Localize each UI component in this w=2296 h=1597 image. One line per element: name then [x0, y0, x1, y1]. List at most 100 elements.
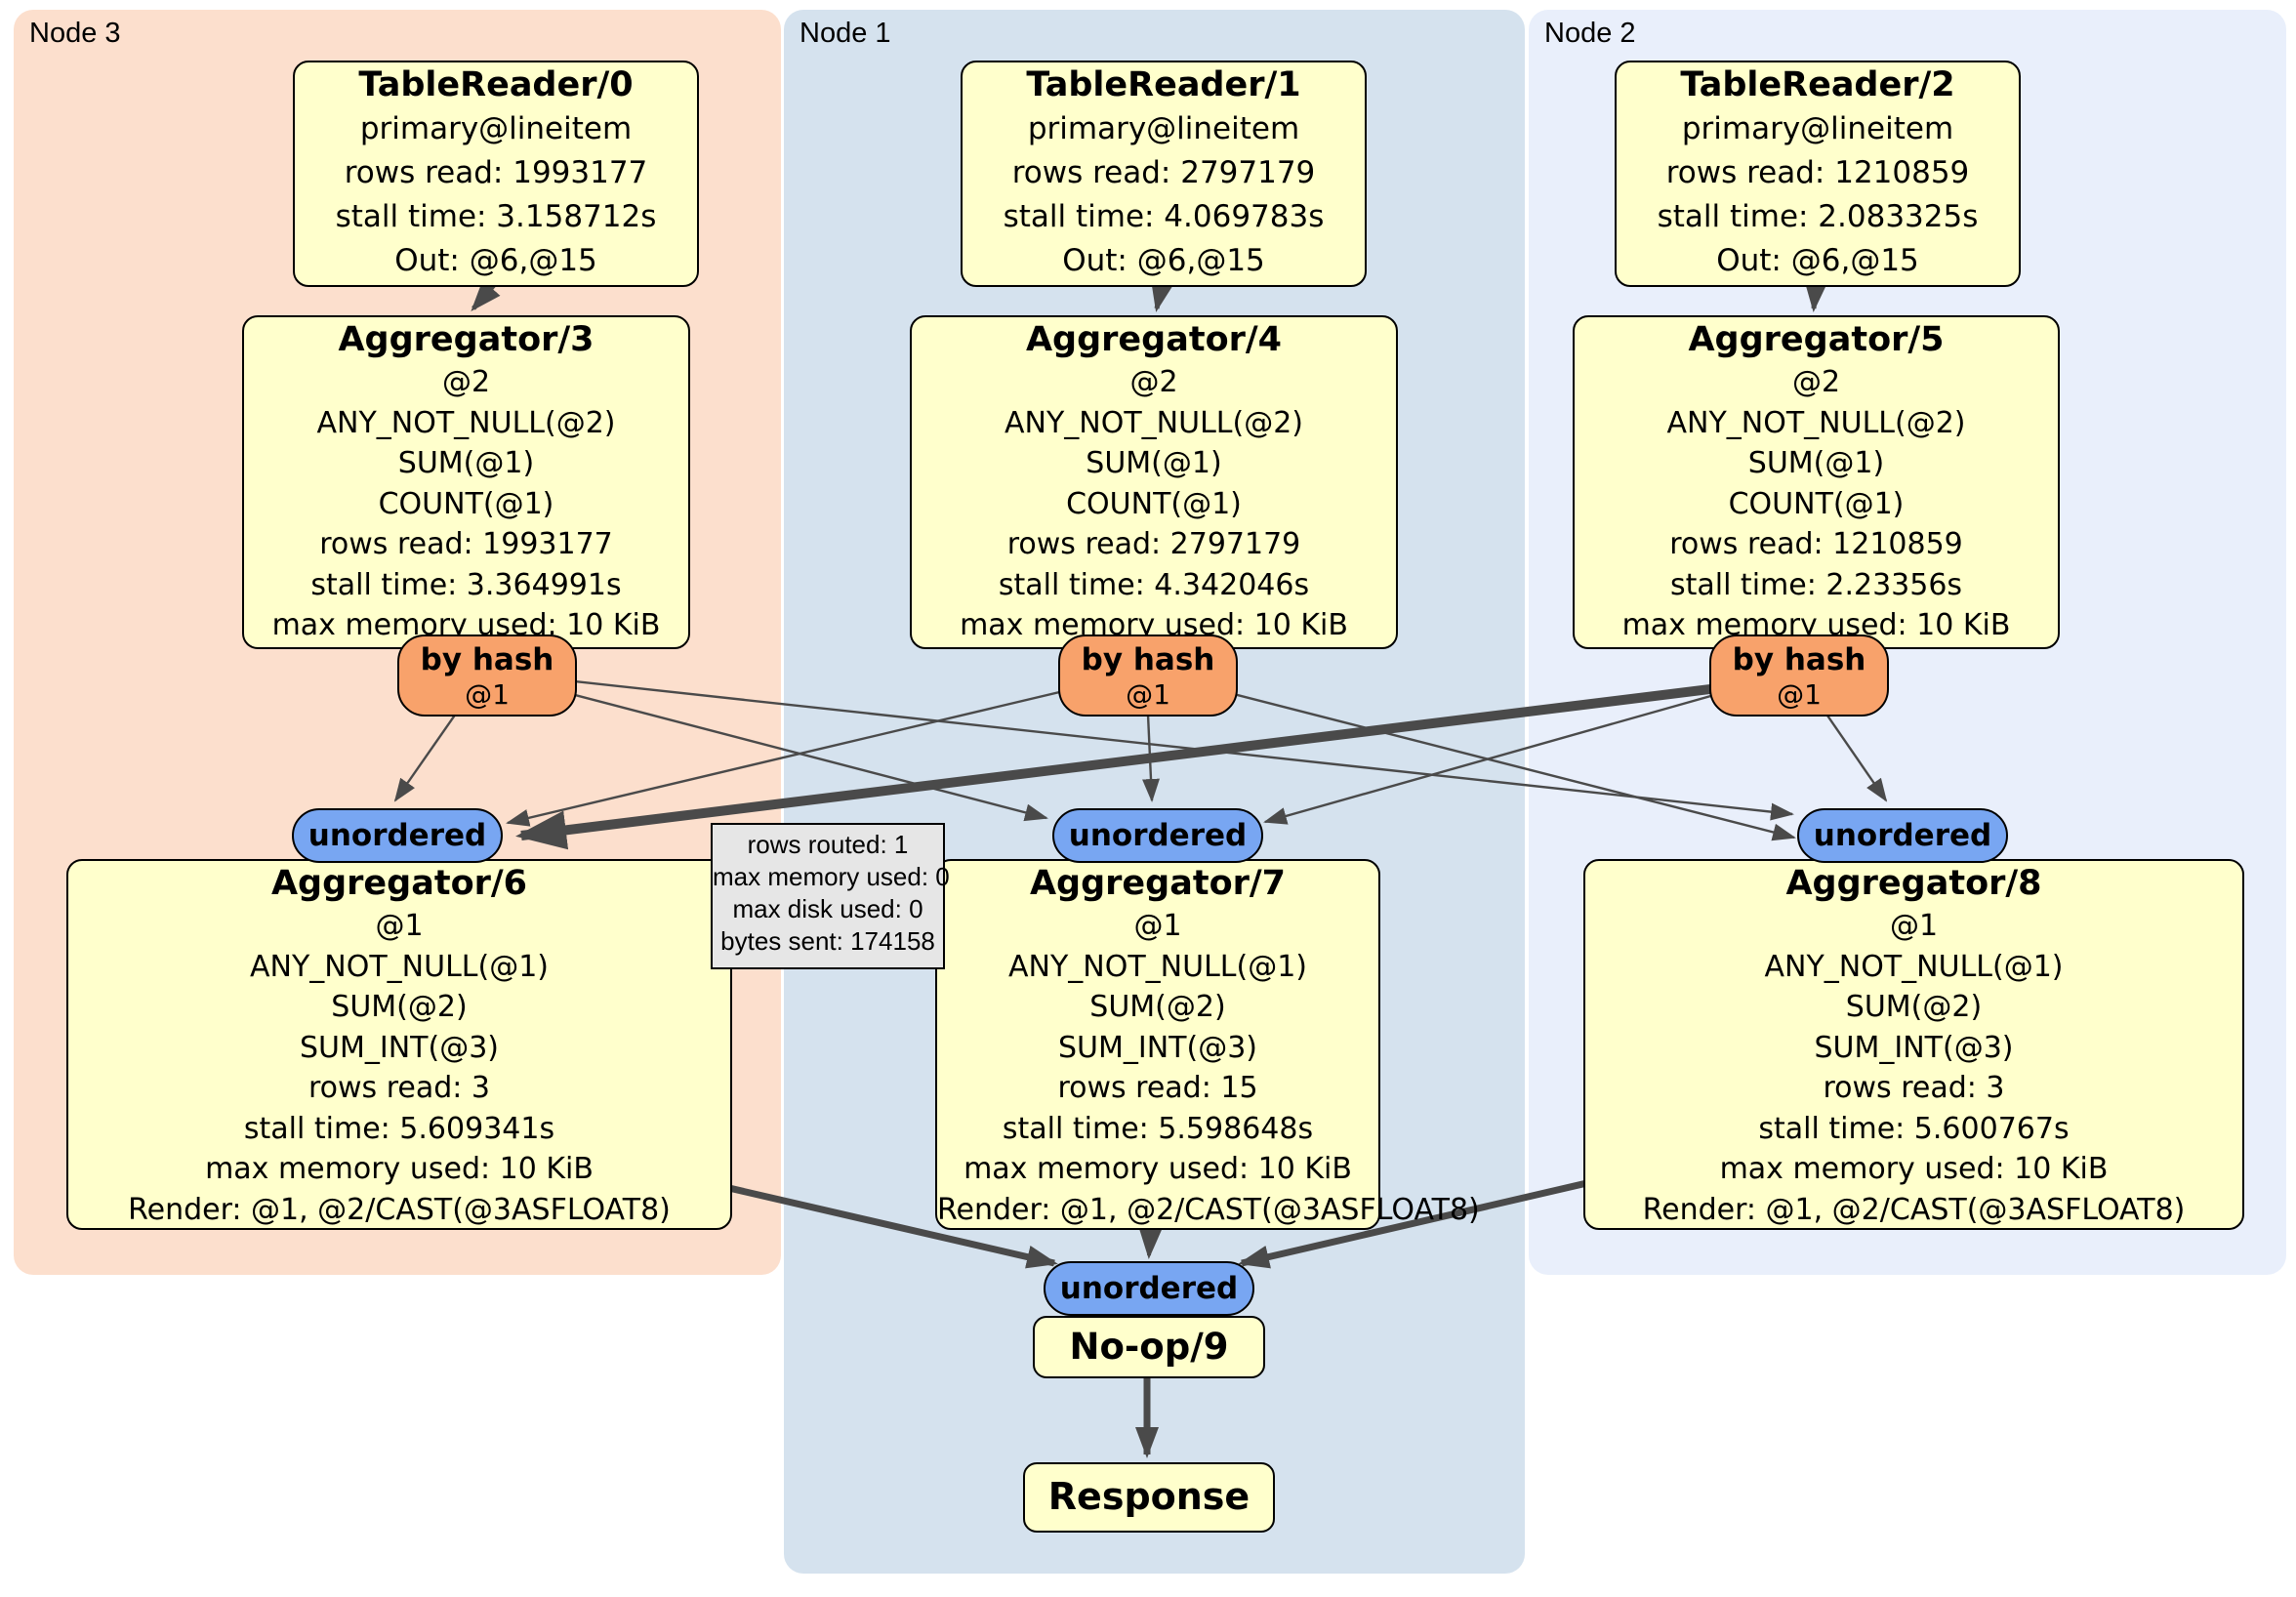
router-by-hash-node2: by hash @1 [1709, 635, 1889, 717]
detail-line: COUNT(@1) [1728, 486, 1905, 521]
detail-line: max memory used: 10 KiB [964, 1152, 1352, 1186]
router-by-hash-label: by hash [1732, 642, 1866, 677]
detail-line: stall time: 2.23356s [1669, 567, 1963, 602]
edge-tooltip-lines: rows routed: 1 max memory used: 0 max disk… [713, 829, 950, 958]
detail-line: Render: @1, @2/CAST(@3ASFLOAT8) [1642, 1192, 2186, 1227]
detail-line: stall time: 3.158712s [335, 199, 657, 234]
detail-line: rows read: 3 [1823, 1071, 2005, 1105]
detail-line: SUM_INT(@3) [300, 1030, 499, 1065]
detail-line: ANY_NOT_NULL(@2) [1666, 405, 1966, 440]
router-by-hash-column: @1 [1126, 678, 1170, 711]
stream-unordered-node2: unordered [1797, 808, 2008, 863]
edge-hash3-stream7[interactable] [484, 670, 1048, 822]
detail-line: stall time: 3.364991s [310, 567, 622, 602]
edge-tooltip: rows routed: 1 max memory used: 0 max disk… [711, 823, 950, 969]
router-by-hash-label: by hash [420, 642, 554, 677]
detail-line: rows read: 15 [1057, 1071, 1258, 1105]
detail-line: @2 [1791, 365, 1841, 399]
edge-tr2-agg5[interactable] [1804, 280, 1828, 312]
detail-line: Out: @6,@15 [1062, 243, 1265, 278]
detail-line: @1 [1889, 909, 1939, 943]
detail-line: Render: @1, @2/CAST(@3ASFLOAT8) [128, 1192, 671, 1227]
detail-line: primary@lineitem [1027, 111, 1300, 146]
detail-line: COUNT(@1) [378, 486, 554, 521]
processor-title: Aggregator/8 [1785, 864, 2042, 903]
stream-unordered-final: unordered [1044, 1261, 1254, 1316]
edge-tr1-agg4[interactable] [1150, 279, 1174, 312]
detail-line: max disk used: 0 [732, 894, 923, 923]
detail-line: stall time: 4.342046s [998, 567, 1310, 602]
processor-response: Response [1023, 1462, 1275, 1533]
detail-line: rows read: 1210859 [1665, 155, 1970, 190]
detail-line: @1 [1133, 909, 1182, 943]
detail-line: Render: @1, @2/CAST(@3ASFLOAT8) [937, 1192, 1480, 1227]
detail-line: SUM(@1) [397, 446, 535, 480]
edge-hash5-stream6-highlighted[interactable] [515, 674, 1798, 850]
detail-line: max memory used: 10 KiB [205, 1152, 594, 1186]
processor-title: Aggregator/6 [270, 864, 528, 903]
detail-line: SUM(@2) [1845, 990, 1983, 1024]
detail-line: rows read: 1993177 [319, 527, 613, 561]
edge-tr0-agg3[interactable] [471, 280, 501, 312]
edge-hash4-stream8[interactable] [1145, 670, 1796, 841]
detail-line: @1 [375, 909, 424, 943]
detail-line: rows routed: 1 [747, 830, 909, 859]
detail-line: max memory used: 0 [713, 862, 950, 891]
processor-title: TableReader/1 [1026, 65, 1301, 104]
processor-title: Aggregator/7 [1029, 864, 1287, 903]
detail-line: max memory used: 10 KiB [1719, 1152, 2109, 1186]
processor-title: Aggregator/3 [338, 320, 594, 359]
processor-details: primary@lineitem rows read: 2797179 stall … [963, 107, 1365, 283]
detail-line: stall time: 5.600767s [1758, 1111, 2070, 1146]
detail-line: COUNT(@1) [1066, 486, 1242, 521]
stream-unordered-node3: unordered [292, 808, 503, 863]
detail-line: rows read: 2797179 [1006, 527, 1301, 561]
detail-line: rows read: 2797179 [1011, 155, 1316, 190]
detail-line: @2 [1129, 365, 1178, 399]
router-by-hash-node1: by hash @1 [1058, 635, 1238, 717]
region-node2-label: Node 2 [1544, 18, 1636, 49]
router-by-hash-column: @1 [1777, 678, 1822, 711]
detail-line: primary@lineitem [359, 111, 633, 146]
detail-line: stall time: 5.598648s [1002, 1111, 1314, 1146]
detail-line: bytes sent: 174158 [720, 926, 935, 956]
detail-line: SUM_INT(@3) [1058, 1030, 1257, 1065]
detail-line: Out: @6,@15 [394, 243, 597, 278]
edge-hash4-stream6[interactable] [506, 670, 1147, 827]
detail-line: ANY_NOT_NULL(@2) [316, 405, 616, 440]
processor-title: Aggregator/5 [1688, 320, 1945, 359]
detail-line: SUM(@2) [1089, 990, 1226, 1024]
detail-line: rows read: 1993177 [344, 155, 648, 190]
router-by-hash-label: by hash [1081, 642, 1215, 677]
detail-line: @2 [441, 365, 491, 399]
region-node1-label: Node 1 [800, 18, 891, 49]
detail-line: SUM(@1) [1086, 446, 1222, 480]
processor-title: TableReader/0 [358, 65, 634, 104]
edge-hash5-stream7[interactable] [1263, 670, 1798, 825]
processor-noop-9: No-op/9 [1033, 1316, 1265, 1378]
detail-line: stall time: 4.069783s [1003, 199, 1325, 234]
processor-details: primary@lineitem rows read: 1993177 stall … [295, 107, 697, 283]
detail-line: Out: @6,@15 [1716, 243, 1919, 278]
detail-line: SUM(@1) [1747, 446, 1885, 480]
processor-tablereader-0: TableReader/0 primary@lineitem rows read:… [293, 61, 699, 287]
detail-line: ANY_NOT_NULL(@2) [1004, 405, 1303, 440]
stream-unordered-node1: unordered [1052, 808, 1263, 863]
detail-line: SUM(@2) [331, 990, 468, 1024]
router-by-hash-node3: by hash @1 [397, 635, 577, 717]
detail-line: stall time: 5.609341s [243, 1111, 555, 1146]
detail-line: ANY_NOT_NULL(@1) [1764, 949, 2064, 984]
edge-hash3-stream8[interactable] [484, 670, 1794, 821]
detail-line: rows read: 1210859 [1669, 527, 1963, 561]
processor-tablereader-1: TableReader/1 primary@lineitem rows read:… [961, 61, 1367, 287]
